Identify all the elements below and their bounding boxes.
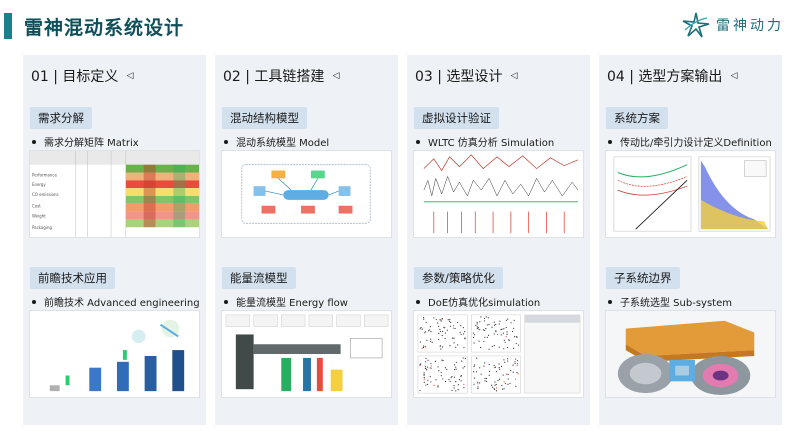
- svg-text:Packaging: Packaging: [32, 225, 53, 230]
- section-pill: 能量流模型: [222, 267, 296, 289]
- column-heading-text: 01 | 目标定义: [31, 69, 119, 85]
- traction-curve-charts: [605, 150, 776, 238]
- star-swirl-logo-icon: [682, 12, 710, 38]
- section-pill: 子系统边界: [606, 267, 680, 289]
- section-pill: 前瞻技术应用: [30, 267, 115, 289]
- column-solution-output: 04 | 选型方案输出 ◁ 系统方案 传动比/牵引力设计定义Definition…: [599, 55, 782, 425]
- bullet-text: 传动比/牵引力设计定义Definition: [620, 138, 772, 149]
- bullet-dot-icon: [608, 139, 612, 144]
- bullet-dot-icon: [32, 139, 36, 144]
- bullet-item: 前瞻技术 Advanced engineering: [32, 294, 200, 309]
- svg-text:Weight: Weight: [32, 213, 46, 218]
- hybrid-transmission-render: [605, 310, 776, 398]
- title-accent-bar: [4, 13, 12, 39]
- bullet-item: 传动比/牵引力设计定义Definition: [608, 134, 772, 149]
- bullet-dot-icon: [224, 299, 228, 304]
- bullet-text: DoE仿真优化simulation: [428, 298, 541, 309]
- bullet-text: 能量流模型 Energy flow: [236, 298, 348, 309]
- bullet-text: 子系统选型 Sub-system: [620, 298, 732, 309]
- page-title: 雷神混动系统设计: [24, 16, 185, 39]
- bullet-text: 前瞻技术 Advanced engineering: [44, 298, 200, 309]
- roadmap-bars-image: [29, 310, 200, 398]
- bullet-dot-icon: [416, 139, 420, 144]
- section-pill: 参数/策略优化: [414, 267, 503, 289]
- energy-flow-diagram: [221, 310, 392, 398]
- bullet-text: 需求分解矩阵 Matrix: [44, 138, 139, 149]
- bullet-item: 子系统选型 Sub-system: [608, 294, 732, 309]
- column-heading[interactable]: 01 | 目标定义 ◁: [23, 55, 206, 97]
- triangle-left-icon[interactable]: ◁: [510, 71, 518, 81]
- column-heading-text: 02 | 工具链搭建: [223, 69, 325, 85]
- section-pill: 需求分解: [30, 107, 92, 129]
- bullet-item: 能量流模型 Energy flow: [224, 294, 348, 309]
- bullet-dot-icon: [32, 299, 36, 304]
- bullet-dot-icon: [608, 299, 612, 304]
- section-pill: 混动结构模型: [222, 107, 307, 129]
- bullet-item: DoE仿真优化simulation: [416, 294, 540, 309]
- svg-text:Cost: Cost: [32, 204, 41, 209]
- doe-scatter-plots: [413, 310, 584, 398]
- svg-text:CO emissions: CO emissions: [32, 192, 59, 197]
- triangle-left-icon[interactable]: ◁: [730, 71, 738, 81]
- column-target-definition: 01 | 目标定义 ◁ 需求分解 需求分解矩阵 Matrix Performan…: [23, 55, 206, 425]
- section-pill: 虚拟设计验证: [414, 107, 499, 129]
- bullet-text: 混动系统模型 Model: [236, 138, 330, 149]
- triangle-left-icon[interactable]: ◁: [126, 71, 134, 81]
- column-heading[interactable]: 02 | 工具链搭建 ◁: [215, 55, 398, 97]
- section-pill: 系统方案: [606, 107, 668, 129]
- column-toolchain: 02 | 工具链搭建 ◁ 混动结构模型 混动系统模型 Model 能量流模型 能…: [215, 55, 398, 425]
- bullet-dot-icon: [416, 299, 420, 304]
- column-heading[interactable]: 03 | 选型设计 ◁: [407, 55, 590, 97]
- svg-text:Energy: Energy: [32, 182, 46, 187]
- column-heading[interactable]: 04 | 选型方案输出 ◁: [599, 55, 782, 97]
- svg-text:Performance: Performance: [32, 172, 58, 177]
- bullet-item: WLTC 仿真分析 Simulation: [416, 134, 554, 149]
- bullet-item: 混动系统模型 Model: [224, 134, 329, 149]
- title-bar: 雷神混动系统设计: [0, 10, 184, 42]
- logo-text: 雷神动力: [716, 18, 784, 34]
- column-heading-text: 03 | 选型设计: [415, 69, 503, 85]
- bullet-text: WLTC 仿真分析 Simulation: [428, 138, 555, 149]
- system-model-diagram: [221, 150, 392, 238]
- brand-logo: 雷神动力: [682, 12, 784, 38]
- wltc-simulation-plots: [413, 150, 584, 238]
- column-selection-design: 03 | 选型设计 ◁ 虚拟设计验证 WLTC 仿真分析 Simulation …: [407, 55, 590, 425]
- triangle-left-icon[interactable]: ◁: [332, 71, 340, 81]
- column-heading-text: 04 | 选型方案输出: [607, 69, 723, 85]
- bullet-item: 需求分解矩阵 Matrix: [32, 134, 139, 149]
- bullet-dot-icon: [224, 139, 228, 144]
